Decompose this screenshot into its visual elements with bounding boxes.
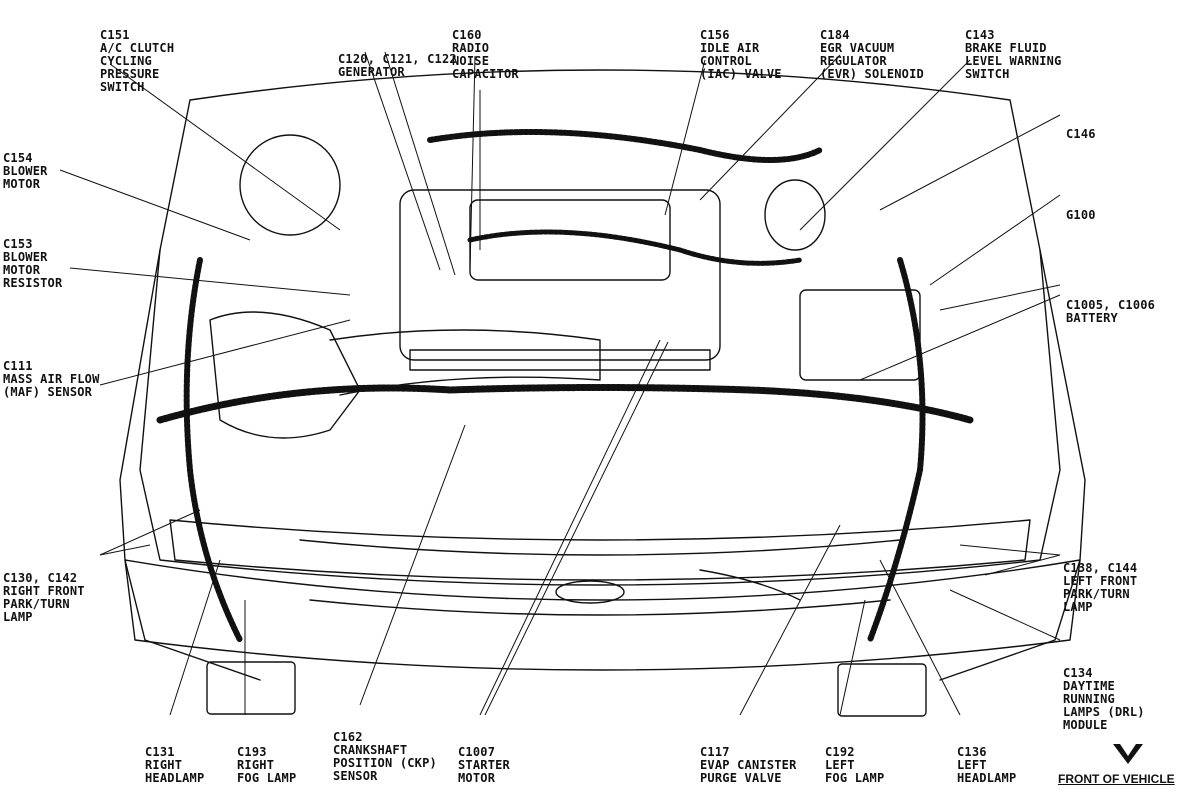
- emblem: [555, 580, 625, 604]
- callout-c146: C146: [1066, 127, 1096, 141]
- right-fog-lamp: [206, 661, 296, 715]
- harness-left: [867, 257, 926, 643]
- blower-motor: [239, 134, 341, 236]
- evap-hose: [699, 569, 801, 601]
- harness-top: [427, 129, 823, 163]
- harness-mid: [467, 229, 803, 266]
- front-of-vehicle-label: FRONT OF VEHICLE: [1058, 772, 1175, 786]
- engine-block: [399, 189, 721, 361]
- radiator-support: [409, 349, 711, 371]
- bumper: [124, 559, 1081, 671]
- hood-outline: [139, 69, 1061, 586]
- brake-reservoir: [764, 179, 826, 251]
- air-cleaner: [209, 311, 361, 439]
- grille-upper: [169, 519, 1031, 581]
- harness-right: [183, 257, 243, 643]
- battery: [799, 289, 921, 381]
- front-arrow-icon: [1113, 744, 1143, 764]
- left-fog-lamp: [837, 663, 927, 717]
- callout-g100: G100: [1066, 208, 1096, 222]
- main-harness: [156, 384, 974, 424]
